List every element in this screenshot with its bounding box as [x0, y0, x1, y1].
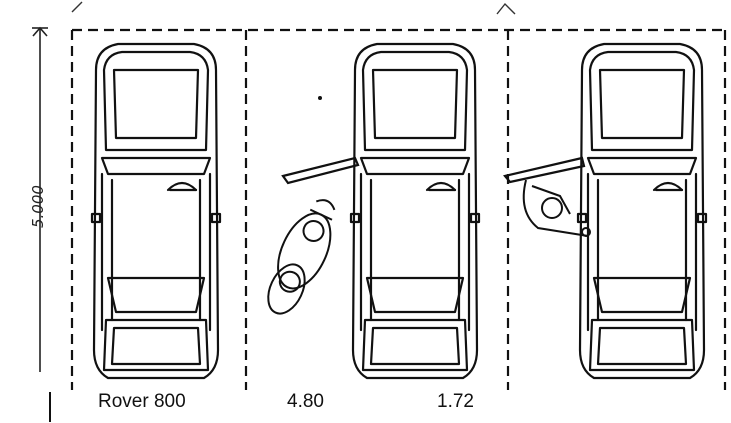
car-length-value: 4.80	[287, 391, 324, 412]
car-icon-left	[90, 42, 222, 380]
speck	[318, 96, 322, 100]
car-model-label: Rover 800	[98, 391, 186, 412]
parking-bay-lines	[70, 28, 727, 390]
caption-marker	[49, 392, 51, 422]
car-icon-middle	[349, 42, 481, 380]
car-width-value: 1.72	[437, 391, 474, 412]
dimension-label: 5.000	[29, 185, 47, 228]
dimension-line	[32, 26, 48, 372]
wheelchair-user-icon-right	[522, 179, 591, 237]
car-icon-right	[576, 42, 708, 380]
corner-marks	[71, 1, 516, 15]
wheelchair-user-icon	[267, 199, 336, 315]
open-car-door-icon	[281, 156, 586, 185]
